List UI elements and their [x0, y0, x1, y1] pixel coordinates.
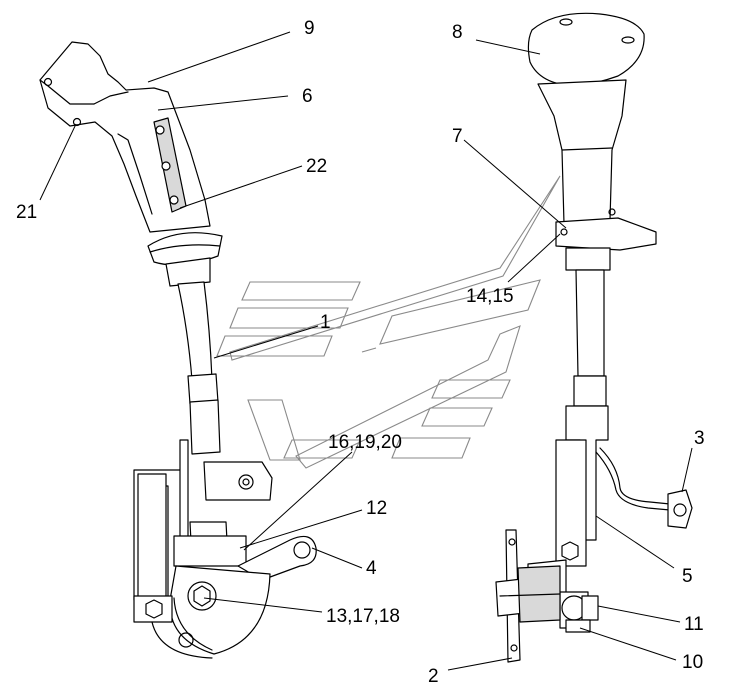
- callout-5: 5: [682, 566, 693, 587]
- callout-2: 2: [428, 666, 439, 687]
- callout-7: 7: [452, 126, 463, 147]
- curved-shaft: [177, 281, 213, 381]
- callout-10: 10: [682, 652, 703, 673]
- callout-4: 4: [366, 558, 377, 579]
- callout-8: 8: [452, 22, 463, 43]
- lever-arm: [237, 535, 317, 581]
- callout-3: 3: [694, 428, 705, 449]
- callout-13-17-18: 13,17,18: [326, 606, 400, 627]
- connector-plug: [667, 489, 693, 529]
- screw-icon: [72, 117, 82, 127]
- screw-icon: [169, 195, 179, 205]
- screw-icon: [155, 125, 165, 135]
- right-gear-lever-assembly: [495, 12, 693, 663]
- callout-6: 6: [302, 86, 313, 107]
- screw-icon: [161, 161, 171, 171]
- callout-1: 1: [320, 312, 331, 333]
- lever-knob: [527, 12, 645, 87]
- lock-collar: [555, 217, 657, 251]
- callout-9: 9: [304, 18, 315, 39]
- leader-lines: [39, 31, 693, 671]
- callout-22: 22: [306, 156, 327, 177]
- boot-collar: [147, 232, 223, 266]
- callout-21: 21: [16, 202, 37, 223]
- callout-12: 12: [366, 498, 387, 519]
- left-joystick-assembly: [39, 41, 317, 659]
- callout-16-19-20: 16,19,20: [328, 432, 402, 453]
- callout-14-15: 14,15: [466, 286, 514, 307]
- callout-11: 11: [684, 614, 704, 635]
- sensor-cable: [595, 451, 671, 511]
- screw-icon: [43, 77, 53, 87]
- callout-labels: 9 8 6 7 22 21 14,15 1 16,19,20 3 12 4 5 …: [16, 18, 705, 687]
- watermark-logo: [216, 175, 561, 469]
